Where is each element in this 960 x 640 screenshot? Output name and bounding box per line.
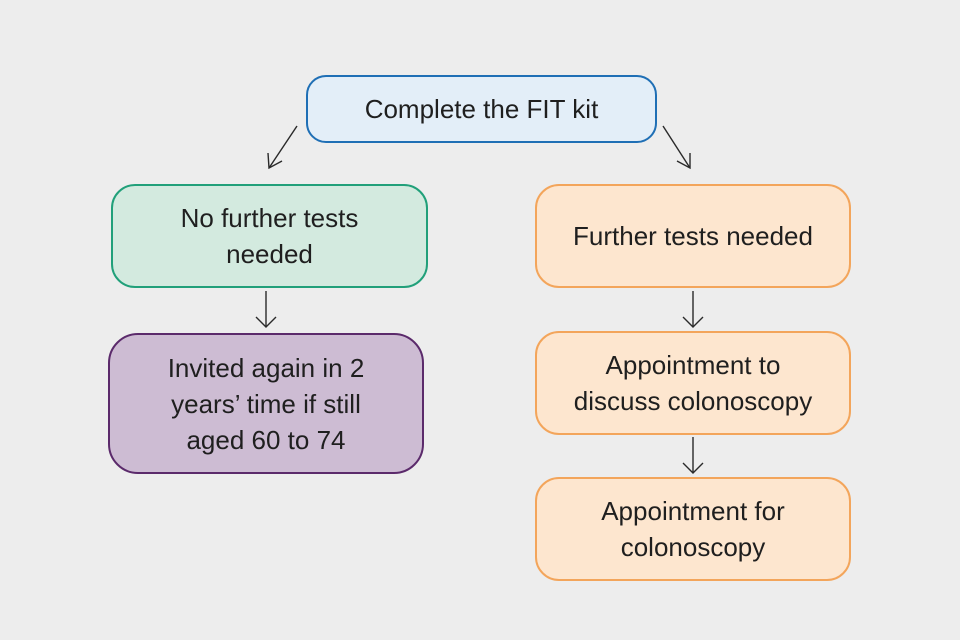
node-text: Invited again in 2 years’ time if still …: [168, 350, 365, 458]
node-text-line: No further tests: [180, 203, 359, 233]
node-no-further-tests-needed: No further tests needed: [111, 184, 428, 288]
node-text-line: years’ time if still: [171, 388, 361, 419]
node-text: Further tests needed: [573, 218, 813, 254]
node-text-line: discuss colonoscopy: [573, 386, 813, 416]
node-invited-again: Invited again in 2 years’ time if still …: [108, 333, 424, 474]
node-text-line: Appointment for: [601, 496, 785, 526]
node-text-line: Invited again in 2: [167, 352, 365, 383]
node-further-tests-needed: Further tests needed: [535, 184, 851, 288]
arrow-further-to-appt-discuss: [682, 291, 704, 328]
node-text-line: Complete the FIT kit: [364, 94, 599, 124]
node-text: Complete the FIT kit: [365, 91, 599, 127]
node-text: Appointment to discuss colonoscopy: [574, 347, 812, 419]
arrow-no-further-to-invited: [255, 291, 277, 328]
arrow-start-to-no-further: [267, 125, 298, 170]
node-text-line: Appointment to: [605, 350, 781, 380]
arrow-appt-discuss-to-appt-colonoscopy: [682, 437, 704, 474]
node-text-line: aged 60 to 74: [186, 424, 346, 455]
node-text-line: needed: [226, 239, 313, 269]
node-text: No further tests needed: [181, 200, 359, 272]
arrow-start-to-further: [662, 125, 691, 170]
node-complete-fit-kit: Complete the FIT kit: [306, 75, 657, 143]
node-appointment-discuss-colonoscopy: Appointment to discuss colonoscopy: [535, 331, 851, 435]
node-text-line: Further tests needed: [573, 221, 813, 251]
node-appointment-for-colonoscopy: Appointment for colonoscopy: [535, 477, 851, 581]
node-text: Appointment for colonoscopy: [601, 493, 785, 565]
node-text-line: colonoscopy: [620, 532, 766, 562]
